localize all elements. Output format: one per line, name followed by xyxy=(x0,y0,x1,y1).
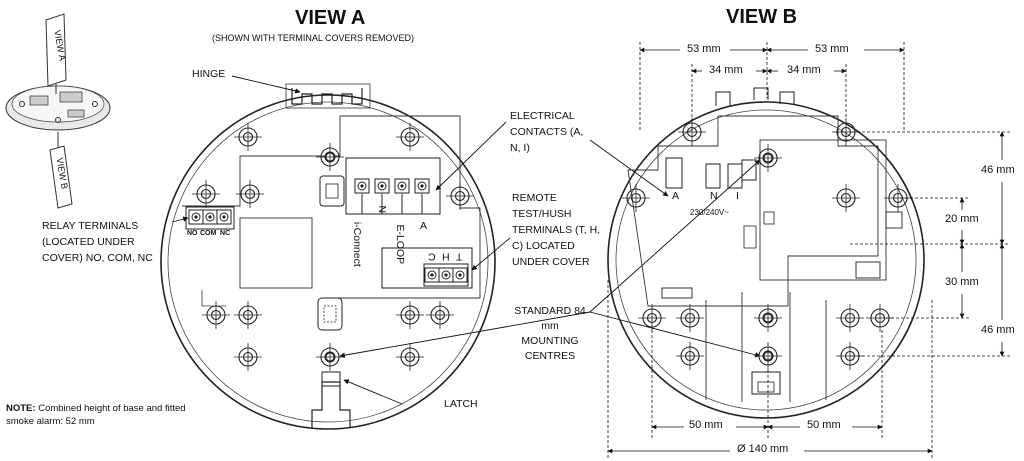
relay-tag-nc: NC xyxy=(220,230,231,237)
contact-letter-a: A xyxy=(420,220,428,232)
dim-bottom-right: 50 mm xyxy=(806,419,842,433)
thumbnail-base-diagram xyxy=(5,13,111,209)
dim-top-left: 53 mm xyxy=(686,43,722,57)
dim-right-2: 20 mm xyxy=(944,213,980,227)
relay-terminals-label: RELAY TERMINALS (LOCATED UNDER COVER) NO… xyxy=(42,220,153,264)
board-label-i: I xyxy=(736,190,739,202)
view-a-subtitle: (SHOWN WITH TERMINAL COVERS REMOVED) xyxy=(212,33,415,43)
contact-i-connect: i-Connect xyxy=(350,221,363,267)
dim-top-right: 53 mm xyxy=(814,43,850,57)
contact-letter-n: N xyxy=(376,205,389,214)
remote-terminals-label: REMOTE TEST/HUSH TERMINALS (T, H, C) LOC… xyxy=(512,192,601,268)
dim-right-3: 30 mm xyxy=(944,276,980,290)
thc-letter-t: T xyxy=(456,250,463,263)
dim-bottom-left: 50 mm xyxy=(688,419,724,433)
relay-tag-com: COM xyxy=(200,230,217,237)
view-b-base-drawing xyxy=(607,87,925,419)
view-b-title: VIEW B xyxy=(726,6,798,28)
electrical-contacts-label: ELECTRICAL CONTACTS (A, N, I) xyxy=(510,110,584,154)
dim-right-4: 46 mm xyxy=(980,324,1016,338)
hinge-label: HINGE xyxy=(192,68,226,80)
dim-inner-left: 34 mm xyxy=(708,64,744,78)
voltage-label: 230/240V~ xyxy=(690,208,729,217)
note-heading: NOTE: xyxy=(6,403,36,414)
latch-label: LATCH xyxy=(444,398,478,410)
view-a-title: VIEW A xyxy=(295,7,366,29)
board-label-n: N xyxy=(710,190,718,202)
thc-letter-c: C xyxy=(428,250,436,263)
relay-tag-no: NO xyxy=(187,230,198,237)
view-a-leaders xyxy=(171,75,761,405)
dim-inner-right: 34 mm xyxy=(786,64,822,78)
thc-letter-h: H xyxy=(442,250,450,263)
dim-right-1: 46 mm xyxy=(980,164,1016,178)
contact-e-loop: E-LOOP xyxy=(394,224,407,265)
board-label-a: A xyxy=(672,190,680,202)
view-b-dimensions xyxy=(607,42,1010,458)
note-text: Combined height of base and fitted smoke… xyxy=(6,403,186,427)
standard-mounting-label: STANDARD 84 mm MOUNTING CENTRES xyxy=(514,305,586,362)
dim-diameter: Ø 140 mm xyxy=(736,443,790,457)
combined-height-note: NOTE: Combined height of base and fitted… xyxy=(6,402,186,428)
